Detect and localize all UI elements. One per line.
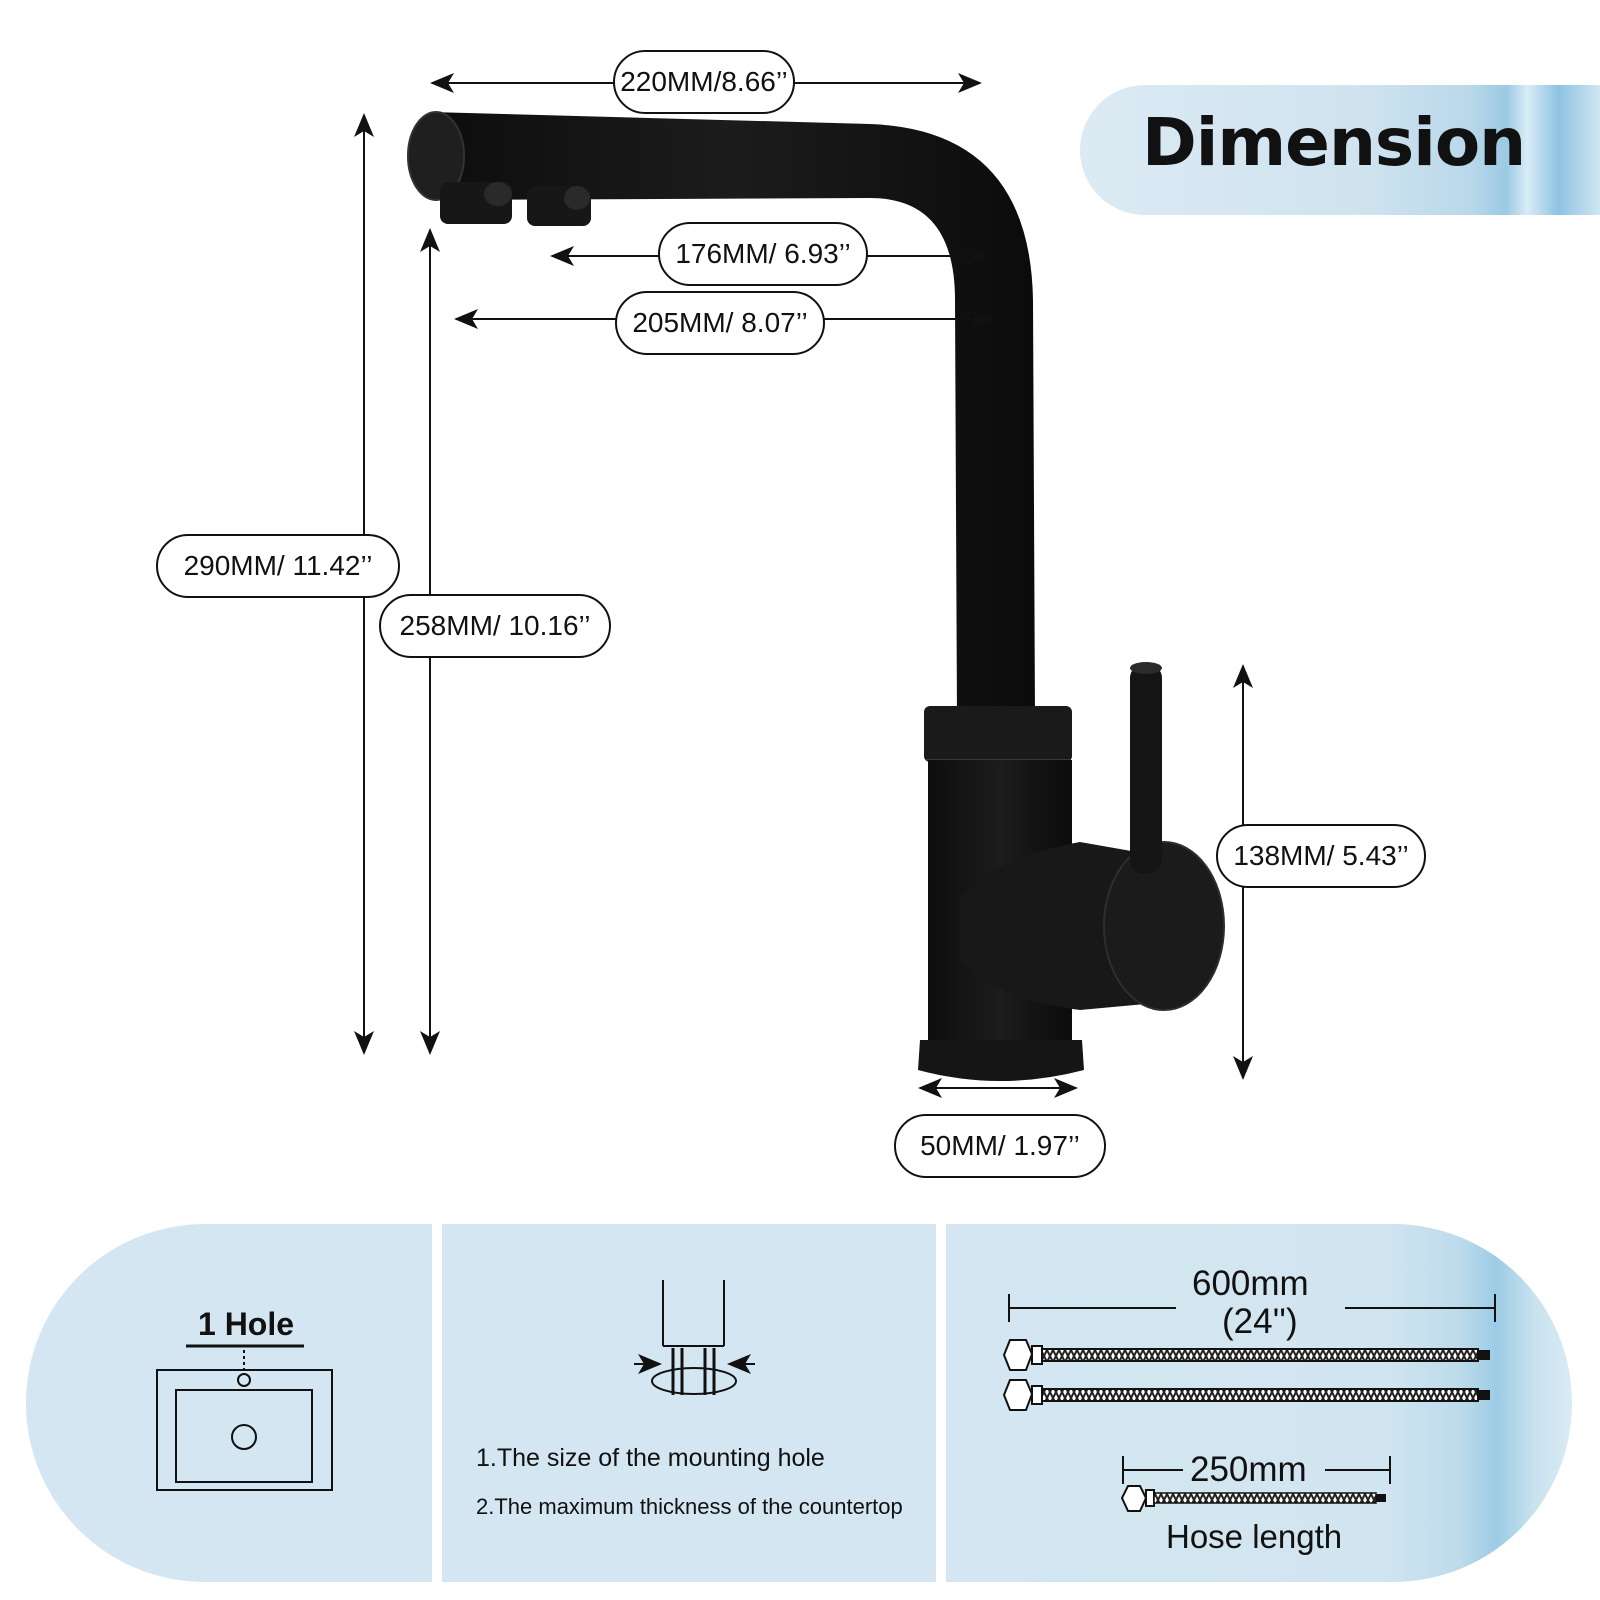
faucet-illustration (407, 111, 1225, 1081)
dim-total-height: 290MM/ 11.42’’ (156, 534, 400, 598)
hose-long-length-in: (24'') (1222, 1302, 1298, 1341)
dim-spout-height: 258MM/ 10.16’’ (379, 594, 611, 658)
dim-spout-length: 220MM/8.66’’ (613, 50, 795, 114)
mounting-note-2: 2.The maximum thickness of the counterto… (476, 1494, 903, 1519)
hose-short (1120, 1485, 1386, 1512)
hose-caption: Hose length (1166, 1518, 1343, 1555)
hose-short-length: 250mm (1190, 1450, 1307, 1489)
countertop-outline (156, 1369, 333, 1491)
spout-end-cap (407, 111, 465, 201)
hose-long-1 (1002, 1339, 1490, 1371)
hole-label: 1 Hole (198, 1306, 295, 1342)
sink-outline (175, 1389, 313, 1483)
mounting-diagram (634, 1280, 755, 1395)
faucet-spout (430, 112, 1035, 720)
hose-long-length: 600mm (1192, 1264, 1309, 1303)
page-title: Dimension (1142, 104, 1526, 181)
dim-spout-reach: 205MM/ 8.07’’ (615, 291, 825, 355)
hose-panel (946, 1224, 1572, 1582)
dim-base-diameter: 50MM/ 1.97’’ (894, 1114, 1106, 1178)
faucet-base (918, 1040, 1084, 1081)
faucet-collar (924, 706, 1072, 762)
mounting-note-1: 1.The size of the mounting hole (476, 1444, 825, 1472)
handle-lever (1130, 664, 1162, 874)
title-banner (1080, 85, 1600, 215)
handle-cap (1103, 841, 1225, 1011)
mounting-panel (442, 1224, 936, 1582)
hose-long-2 (1002, 1379, 1490, 1411)
tap-hole-icon (237, 1373, 251, 1387)
hose-diagram (1002, 1294, 1496, 1512)
hole-diagram (156, 1344, 333, 1491)
dim-aerator-to-center: 176MM/ 6.93’’ (658, 222, 868, 286)
dim-handle-height: 138MM/ 5.43’’ (1216, 824, 1426, 888)
drain-icon (231, 1424, 257, 1450)
